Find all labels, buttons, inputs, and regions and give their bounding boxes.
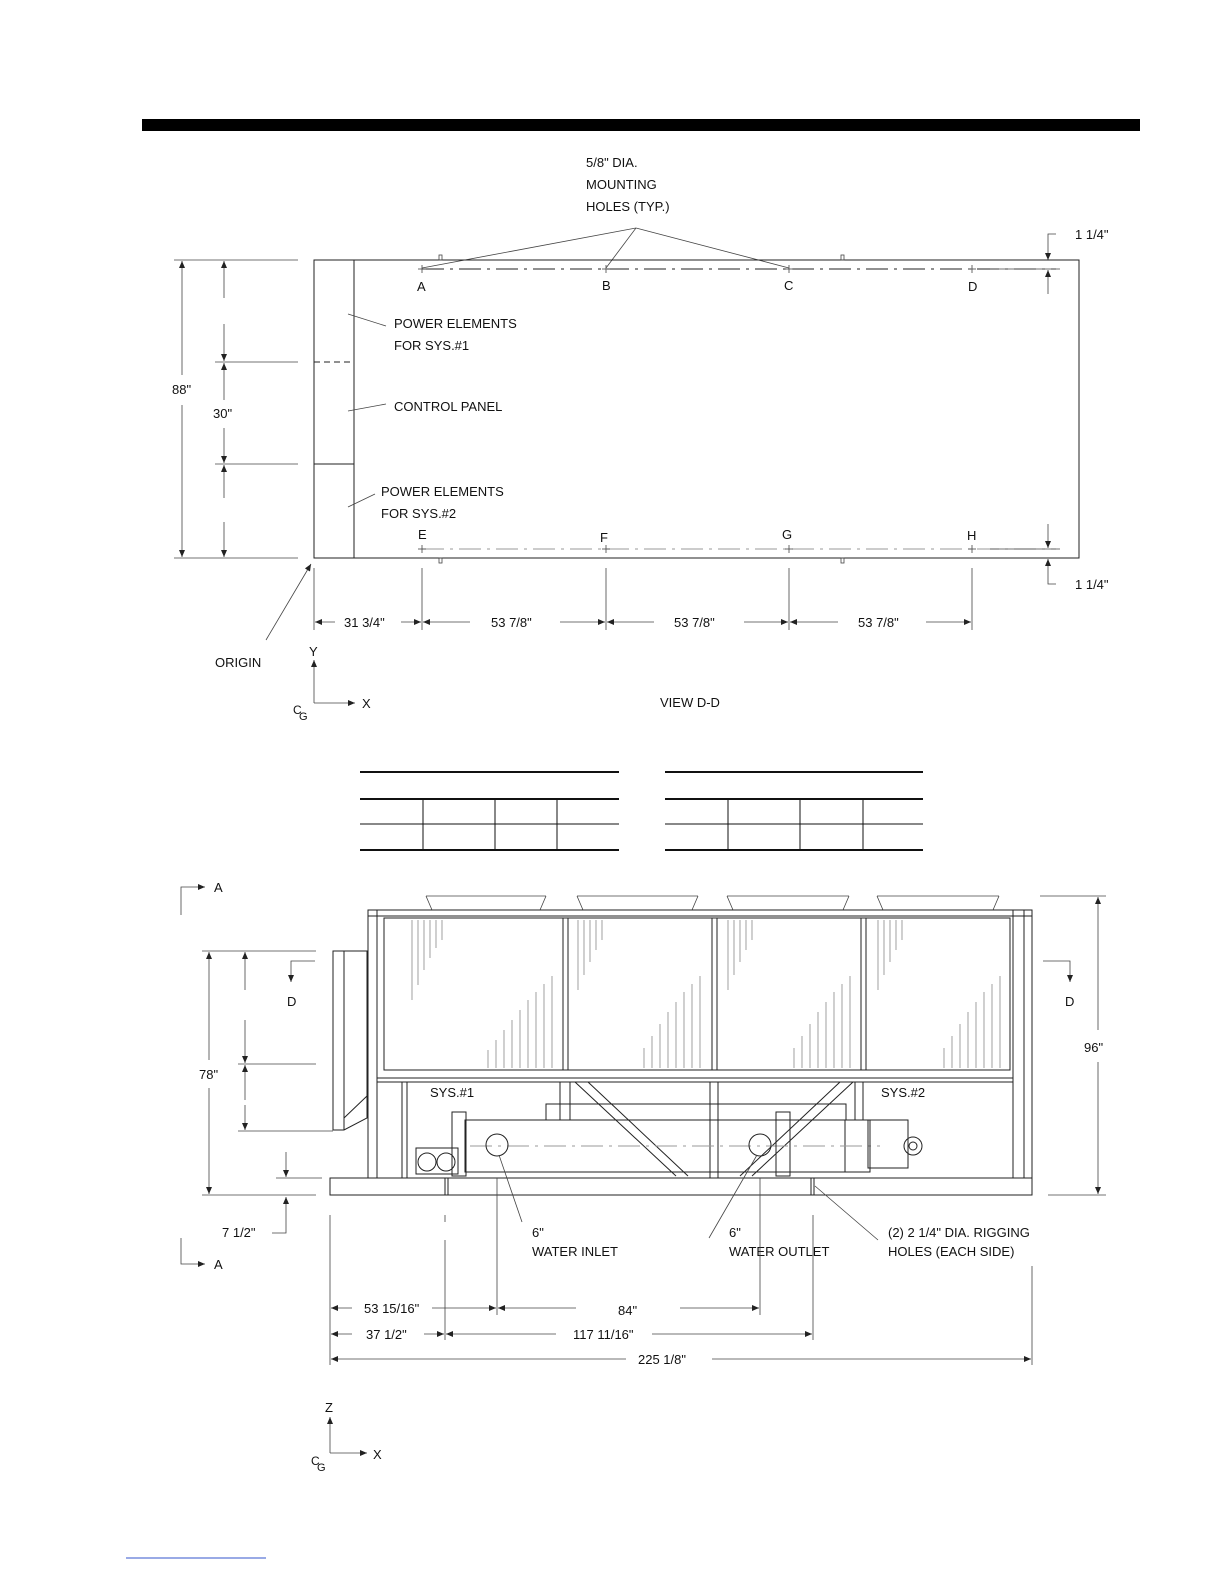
callout-power-sys1-line-1: POWER ELEMENTS [394,316,517,331]
dim-rigging-spacing: 117 11/16" [573,1327,634,1342]
hole-label-d: D [968,279,977,294]
spacing-dim-4: 53 7/8" [858,615,899,630]
rigging-line-2: HOLES (EACH SIDE) [888,1244,1014,1259]
mounting-note-line-2: MOUNTING [586,177,657,192]
mounting-note-line-1: 5/8" DIA. [586,155,638,170]
width-dim: 88" [172,382,191,397]
axis-y-label: Y [309,644,318,659]
axis-z-label: Z [325,1400,333,1415]
inlet-size: 6" [532,1225,544,1240]
sys2-label: SYS.#2 [881,1085,925,1100]
hole-label-e: E [418,527,427,542]
section-d-right: D [1065,994,1074,1009]
edge-offset-bottom: 1 1/4" [1075,577,1109,592]
hole-label-a: A [417,279,426,294]
cg-symbol: C [293,703,302,717]
section-a-bottom: A [214,1257,223,1272]
section-d-left: D [287,994,296,1009]
callout-power-sys2-line-1: POWER ELEMENTS [381,484,504,499]
inlet-label: WATER INLET [532,1244,618,1259]
origin-label: ORIGIN [215,655,261,670]
hole-label-c: C [784,278,793,293]
water-outlet-nozzle [748,1133,772,1157]
svg-text:G: G [317,1462,326,1474]
rigging-line-1: (2) 2 1/4" DIA. RIGGING [888,1225,1030,1240]
panel-dim: 30" [213,406,232,421]
spacing-dim-1: 31 3/4" [344,615,385,630]
height-dim: 78" [199,1067,218,1082]
base-dim: 7 1/2" [222,1225,256,1240]
section-a-top: A [214,880,223,895]
outlet-size: 6" [729,1225,741,1240]
plan-view: 5/8" DIA. MOUNTING HOLES (TYP.) A B [172,155,1109,723]
hole-label-h: H [967,528,976,543]
elevation-view: A A [180,880,1106,1474]
sys1-label: SYS.#1 [430,1085,474,1100]
axis-x-label-elev: X [373,1447,382,1462]
weight-table-right [665,771,923,851]
spacing-dim-2: 53 7/8" [491,615,532,630]
callout-power-sys2-line-2: FOR SYS.#2 [381,506,456,521]
hole-label-f: F [600,530,608,545]
view-title: VIEW D-D [660,695,720,710]
dim-inlet-outlet: 84" [618,1303,637,1318]
axis-x-label: X [362,696,371,711]
hole-label-g: G [782,527,792,542]
spacing-dim-3: 53 7/8" [674,615,715,630]
mounting-note-line-3: HOLES (TYP.) [586,199,670,214]
hole-label-b: B [602,278,611,293]
dim-rigging-position: 37 1/2" [366,1327,407,1342]
outlet-label: WATER OUTLET [729,1244,829,1259]
cg-symbol-elev: C [311,1454,320,1468]
overall-height-dim: 96" [1084,1040,1103,1055]
callout-control-panel: CONTROL PANEL [394,399,502,414]
edge-offset-top: 1 1/4" [1075,227,1109,242]
condenser-fans [425,895,1000,911]
header-rule [142,119,1140,131]
dim-inlet-position: 53 15/16" [364,1301,420,1316]
dim-overall-length: 225 1/8" [638,1352,686,1367]
weight-table-left [360,771,619,851]
unit-outline-plan [313,259,1080,559]
svg-text:G: G [299,711,308,723]
water-inlet-nozzle [485,1133,509,1157]
callout-power-sys1-line-2: FOR SYS.#1 [394,338,469,353]
